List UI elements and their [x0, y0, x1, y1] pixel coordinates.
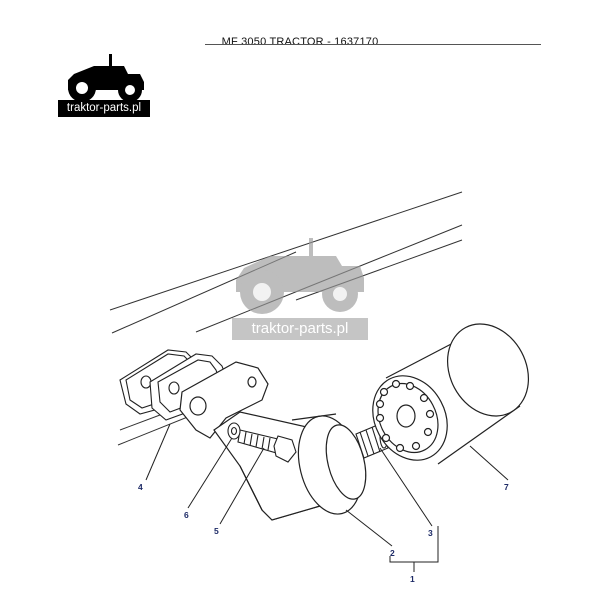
callout-7: 7: [504, 482, 509, 492]
oil-filter-part-7: [372, 323, 530, 465]
title-underline: [205, 44, 541, 45]
bolt-part-5: [237, 429, 297, 463]
watermark-tractor-icon: [236, 238, 364, 314]
callout-5: 5: [214, 526, 219, 536]
callout-2: 2: [390, 548, 395, 558]
page-title: MF 3050 TRACTOR - 1637170: [221, 36, 379, 48]
washer-part-6: [227, 422, 241, 440]
callout-3: 3: [428, 528, 433, 538]
callout-4: 4: [138, 482, 143, 492]
logo-tractor-icon: [68, 54, 144, 102]
callout-6: 6: [184, 510, 189, 520]
watermark-text: traktor-parts.pl: [232, 318, 368, 340]
leader-lines: [145, 423, 509, 572]
callout-1: 1: [410, 574, 415, 584]
logo-text: traktor-parts.pl: [58, 100, 150, 117]
